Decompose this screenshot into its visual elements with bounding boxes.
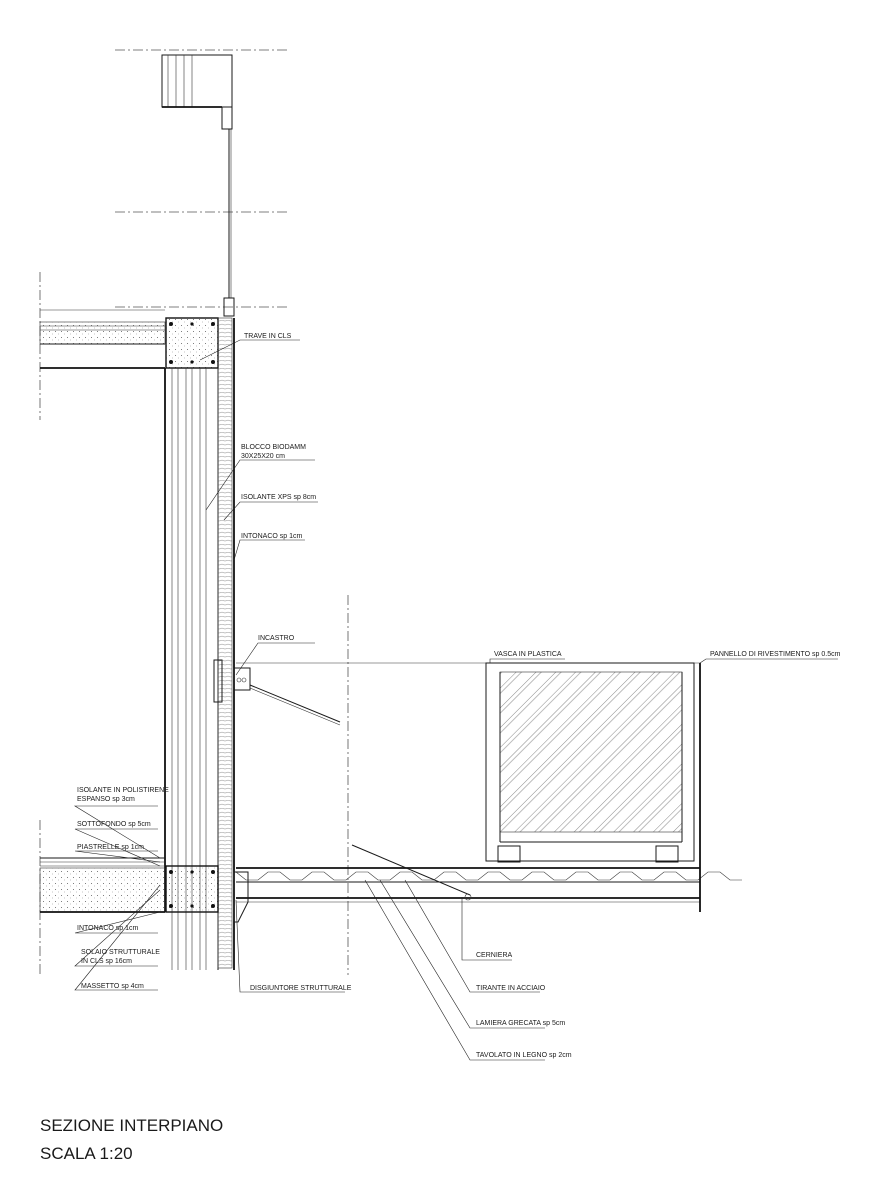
- title-line-1: SEZIONE INTERPIANO: [40, 1116, 223, 1135]
- label-tavolato: TAVOLATO IN LEGNO sp 2cm: [476, 1052, 572, 1059]
- leader-lines: [73, 339, 838, 1061]
- label-isolante-xps: ISOLANTE XPS sp 8cm: [241, 494, 316, 501]
- label-solaio-2: IN CLS sp 16cm: [81, 958, 132, 965]
- upper-beam: [165, 317, 219, 369]
- label-vasca: VASCA IN PLASTICA: [494, 651, 562, 658]
- label-intonaco-ext: INTONACO sp 1cm: [241, 533, 302, 540]
- label-disgiuntore: DISGIUNTORE STRUTTURALE: [250, 985, 352, 992]
- label-massetto: MASSETTO sp 4cm: [81, 983, 144, 990]
- label-solaio-1: SOLAIO STRUTTURALE: [81, 949, 160, 956]
- label-isolante-poli-1: ISOLANTE IN POLISTIRENE: [77, 787, 169, 794]
- title-block: SEZIONE INTERPIANO SCALA 1:20: [40, 1116, 223, 1163]
- label-cerniera: CERNIERA: [476, 952, 513, 959]
- title-line-2: SCALA 1:20: [40, 1144, 133, 1163]
- label-incastro: INCASTRO: [258, 635, 295, 642]
- balcony: [213, 595, 742, 975]
- label-trave: TRAVE IN CLS: [244, 333, 292, 340]
- upper-slab: [39, 272, 166, 420]
- label-isolante-poli-2: ESPANSO sp 3cm: [77, 796, 135, 803]
- label-piastrelle: PIASTRELLE sp 1cm: [77, 844, 144, 851]
- labels: TRAVE IN CLS BLOCCO BIODAMM 30X25X20 cm …: [77, 333, 841, 1059]
- main-wall: [164, 317, 235, 970]
- label-lamiera: LAMIERA GRECATA sp 5cm: [476, 1020, 565, 1027]
- label-blocco-1: BLOCCO BIODAMM: [241, 444, 306, 451]
- upper-window: [115, 49, 290, 317]
- label-sottofondo: SOTTOFONDO sp 5cm: [77, 821, 151, 828]
- label-tirante: TIRANTE IN ACCIAIO: [476, 985, 546, 992]
- label-pannello: PANNELLO DI RIVESTIMENTO sp 0.5cm: [710, 651, 841, 658]
- label-intonaco-int: INTONACO sp 1cm: [77, 925, 138, 932]
- lower-beam: [165, 865, 219, 913]
- label-blocco-2: 30X25X20 cm: [241, 453, 285, 460]
